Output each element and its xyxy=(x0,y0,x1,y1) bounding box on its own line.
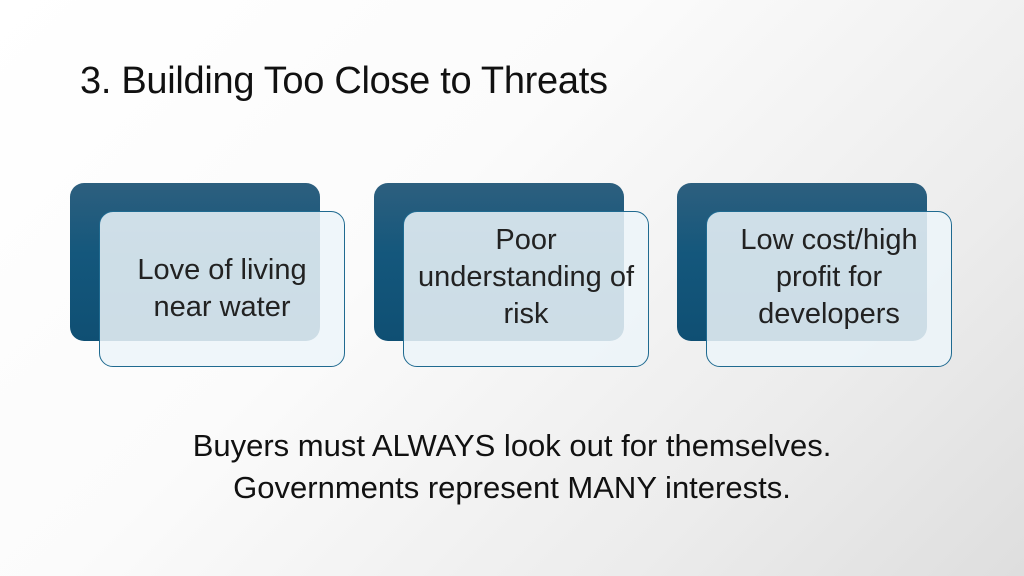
bottom-line-1: Buyers must ALWAYS look out for themselv… xyxy=(192,428,832,463)
bottom-statement: Buyers must ALWAYS look out for themselv… xyxy=(0,425,1024,509)
card-low-cost: Low cost/high profit for developers xyxy=(677,183,957,373)
slide-title: 3. Building Too Close to Threats xyxy=(80,60,608,102)
card-text: Poor understanding of risk xyxy=(417,223,635,330)
bottom-line-2: Governments represent MANY interests. xyxy=(233,470,791,505)
card-text: Love of living near water xyxy=(137,254,307,323)
card-front-shape: Love of living near water xyxy=(99,211,345,367)
card-text: Low cost/high profit for developers xyxy=(740,223,918,330)
card-poor-understanding: Poor understanding of risk xyxy=(374,183,654,373)
card-front-shape: Low cost/high profit for developers xyxy=(706,211,952,367)
card-love-of-water: Love of living near water xyxy=(70,183,350,373)
card-front-shape: Poor understanding of risk xyxy=(403,211,649,367)
